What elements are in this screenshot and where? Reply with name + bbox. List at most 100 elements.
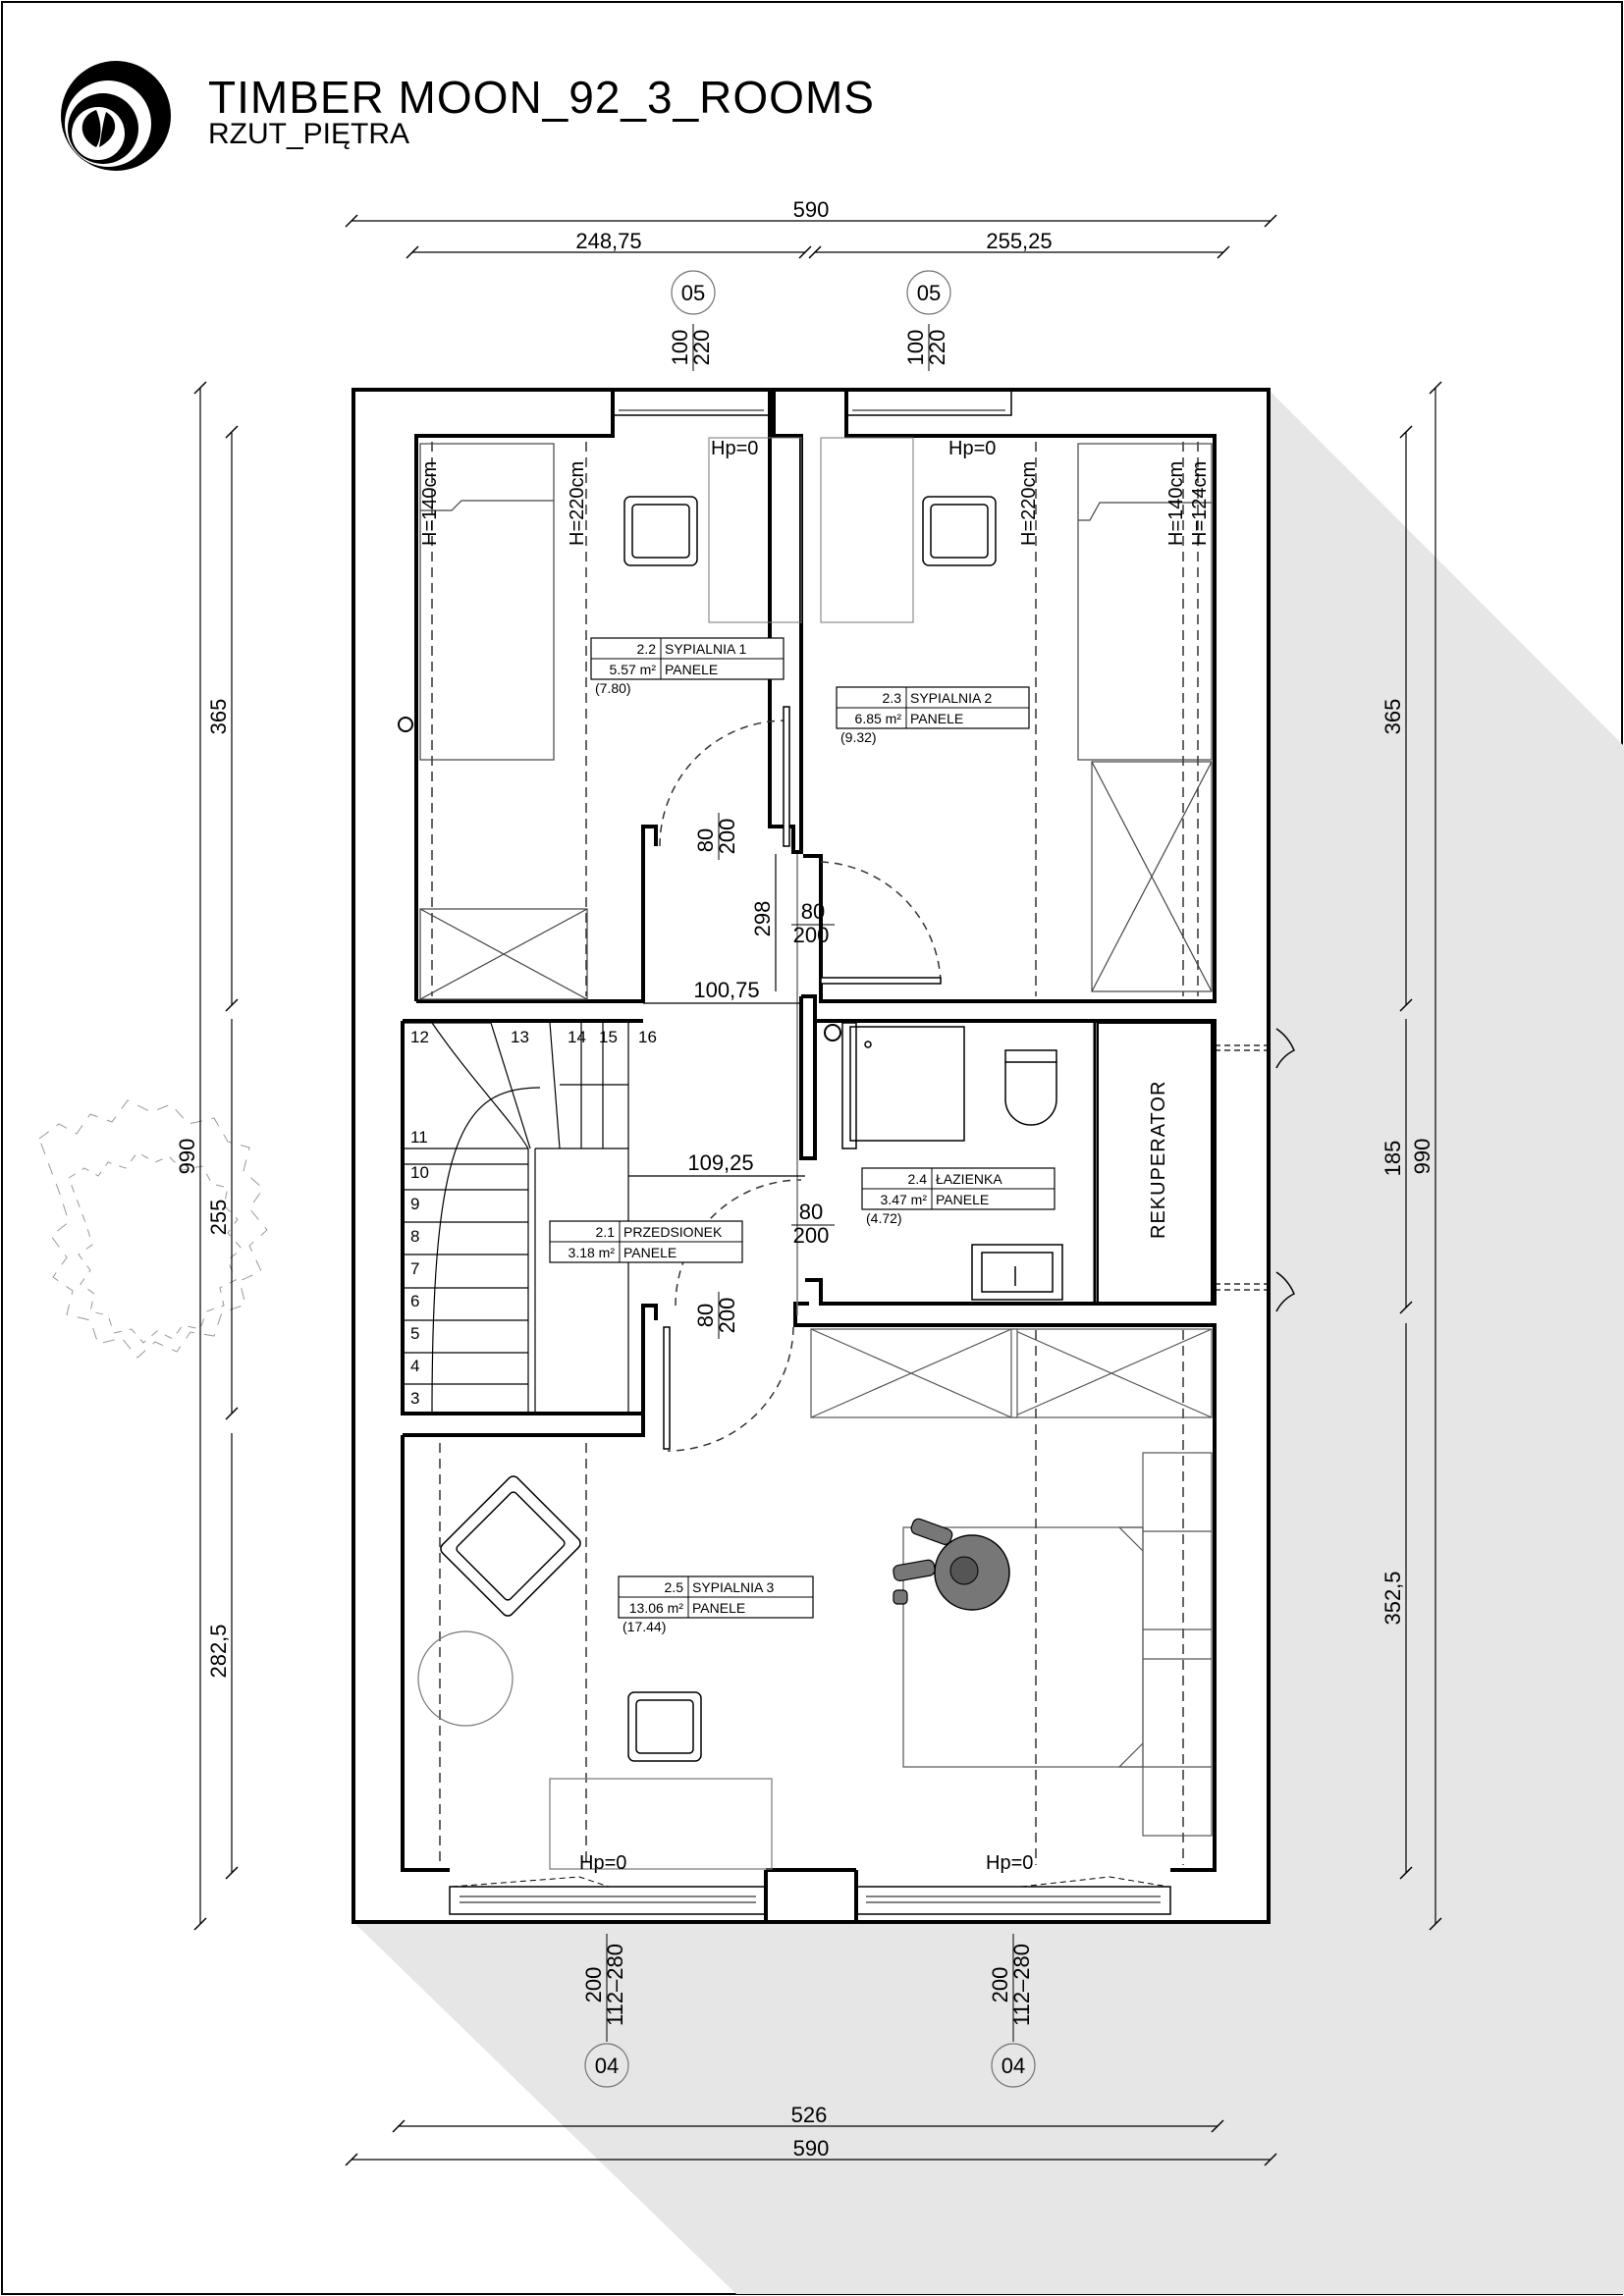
dim-hall-width: 100,75 xyxy=(693,978,759,1002)
dim-top-right: 255,25 xyxy=(986,229,1052,253)
dim-bottom-total: 590 xyxy=(793,2136,830,2161)
svg-text:PRZEDSIONEK: PRZEDSIONEK xyxy=(623,1224,723,1240)
door-2-h: 200 xyxy=(793,923,830,947)
svg-text:(4.72): (4.72) xyxy=(866,1210,902,1226)
stair-step-11: 11 xyxy=(410,1128,428,1147)
project-title: TIMBER MOON_92_3_ROOMS xyxy=(208,72,875,123)
stair-step-9: 9 xyxy=(410,1195,419,1213)
svg-text:PANELE: PANELE xyxy=(665,662,718,677)
window-tags: 05 05 04 04 xyxy=(584,270,1036,2088)
door-1-w: 80 xyxy=(693,828,718,852)
stair-step-4: 4 xyxy=(410,1357,419,1375)
svg-text:PANELE: PANELE xyxy=(623,1245,677,1260)
stair-step-14: 14 xyxy=(568,1028,586,1046)
height-hp0-bed1: Hp=0 xyxy=(711,438,758,459)
stair-step-12: 12 xyxy=(410,1028,429,1046)
svg-text:2.5: 2.5 xyxy=(665,1579,684,1595)
bathroom-fixtures xyxy=(824,1022,1063,1301)
window-size-labels: 100 220 100 220 200 112–280 200 112–280 xyxy=(581,324,1034,2042)
height-h140-bed1: H=140cm xyxy=(419,461,441,546)
tree-symbol xyxy=(38,1099,268,1359)
dimension-labels: 590 248,75 255,25 526 590 100,75 109,25 xyxy=(575,197,1052,2161)
svg-text:PANELE: PANELE xyxy=(692,1600,745,1616)
svg-text:(9.32): (9.32) xyxy=(840,729,877,745)
dim-right-total: 990 xyxy=(1410,1139,1435,1175)
door-3-w: 80 xyxy=(799,1200,823,1224)
vertical-dimension-labels: 990 365 255 282,5 990 365 185 352,5 298 xyxy=(175,699,1435,1679)
dim-hall-298: 298 xyxy=(750,901,775,937)
window-bottom-left-w: 200 xyxy=(581,1967,606,2003)
desk-chair-2 xyxy=(820,437,997,623)
dim-right-1: 365 xyxy=(1380,699,1405,735)
stair-step-6: 6 xyxy=(410,1292,419,1310)
height-hp0-bed2: Hp=0 xyxy=(948,438,996,459)
svg-text:SYPIALNIA 3: SYPIALNIA 3 xyxy=(692,1579,774,1595)
window-bottom-right xyxy=(855,1876,1171,1915)
svg-text:PANELE: PANELE xyxy=(910,711,963,726)
building-footprint xyxy=(353,390,1269,1922)
svg-text:2.1: 2.1 xyxy=(596,1224,616,1240)
height-h220-bed1: H=220cm xyxy=(567,461,588,546)
bed-2 xyxy=(1077,443,1213,992)
stair-step-15: 15 xyxy=(599,1028,618,1046)
svg-text:PANELE: PANELE xyxy=(936,1192,989,1207)
height-h220-bed2: H=220cm xyxy=(1018,461,1040,546)
svg-text:SYPIALNIA 2: SYPIALNIA 2 xyxy=(910,690,992,706)
room-label-hall: 2.1 PRZEDSIONEK 3.18 m² PANELE xyxy=(549,1220,743,1263)
room-labels: 2.2 SYPIALNIA 1 5.57 m² PANELE (7.80) 2.… xyxy=(549,637,1056,1634)
room-label-bathroom: 2.4 ŁAZIENKA 3.47 m² PANELE (4.72) xyxy=(861,1167,1056,1226)
stair-step-5: 5 xyxy=(410,1324,419,1343)
height-lines xyxy=(431,442,1199,1865)
person-figure xyxy=(893,1518,1010,1611)
door-4-w: 80 xyxy=(693,1304,718,1327)
dim-left-total: 990 xyxy=(175,1139,199,1175)
door-size-labels: 80 200 80 200 80 200 80 200 xyxy=(693,813,835,1339)
window-top-left xyxy=(612,389,771,416)
svg-text:5.57 m²: 5.57 m² xyxy=(610,662,657,677)
svg-text:2.3: 2.3 xyxy=(883,690,902,706)
dimension-lines xyxy=(199,220,1436,2161)
dim-top-total: 590 xyxy=(793,197,830,222)
window-top-left-w: 100 xyxy=(668,330,692,366)
stair-step-16: 16 xyxy=(638,1028,657,1046)
window-tag-bottom-right: 04 xyxy=(1001,2054,1025,2078)
dim-right-2: 185 xyxy=(1380,1141,1405,1177)
svg-text:3.47 m²: 3.47 m² xyxy=(881,1192,928,1207)
window-bottom-left xyxy=(449,1876,767,1915)
window-bottom-right-w: 200 xyxy=(988,1967,1012,2003)
dimension-ticks xyxy=(193,214,1442,2166)
room-label-bedroom-2: 2.3 SYPIALNIA 2 6.85 m² PANELE (9.32) xyxy=(836,686,1030,745)
room-label-bedroom-1: 2.2 SYPIALNIA 1 5.57 m² PANELE (7.80) xyxy=(590,637,785,696)
recuperator-label: REKUPERATOR xyxy=(1148,1081,1169,1239)
door-2-w: 80 xyxy=(801,899,825,924)
dim-left-2: 255 xyxy=(206,1200,231,1236)
bed-1 xyxy=(419,443,588,1000)
height-hp0-bed3-right: Hp=0 xyxy=(986,1852,1033,1874)
window-top-right xyxy=(845,389,1012,416)
dim-top-left: 248,75 xyxy=(575,229,641,253)
drain-icon xyxy=(824,1024,841,1041)
doors xyxy=(659,706,942,1452)
desk-chair-1 xyxy=(623,437,802,623)
svg-text:2.4: 2.4 xyxy=(908,1171,928,1187)
height-h140-bed2: H=140cm xyxy=(1165,461,1187,546)
dim-left-1: 365 xyxy=(206,699,231,735)
svg-text:13.06 m²: 13.06 m² xyxy=(629,1600,684,1616)
dim-left-3: 282,5 xyxy=(206,1624,231,1678)
staircase xyxy=(405,1022,629,1415)
building-shadow xyxy=(353,390,1624,2294)
ceiling-height-labels: H=140cm H=220cm Hp=0 Hp=0 H=220cm H=140c… xyxy=(419,438,1211,1874)
window-tag-top-right: 05 xyxy=(917,281,941,305)
svg-text:SYPIALNIA 1: SYPIALNIA 1 xyxy=(665,641,746,657)
stair-step-8: 8 xyxy=(410,1227,419,1246)
sheet-title: RZUT_PIĘTRA xyxy=(208,118,410,150)
height-hp0-bed3-left: Hp=0 xyxy=(579,1852,626,1874)
bedroom-3-furniture xyxy=(417,1328,1213,1870)
dim-right-3: 352,5 xyxy=(1380,1571,1405,1625)
svg-text:6.85 m²: 6.85 m² xyxy=(855,711,902,726)
stair-step-13: 13 xyxy=(511,1028,529,1046)
walls xyxy=(352,388,1271,1924)
stair-numbers: 3 4 5 6 7 8 9 10 11 12 13 14 15 16 xyxy=(410,1028,657,1408)
stair-step-3: 3 xyxy=(410,1389,419,1408)
